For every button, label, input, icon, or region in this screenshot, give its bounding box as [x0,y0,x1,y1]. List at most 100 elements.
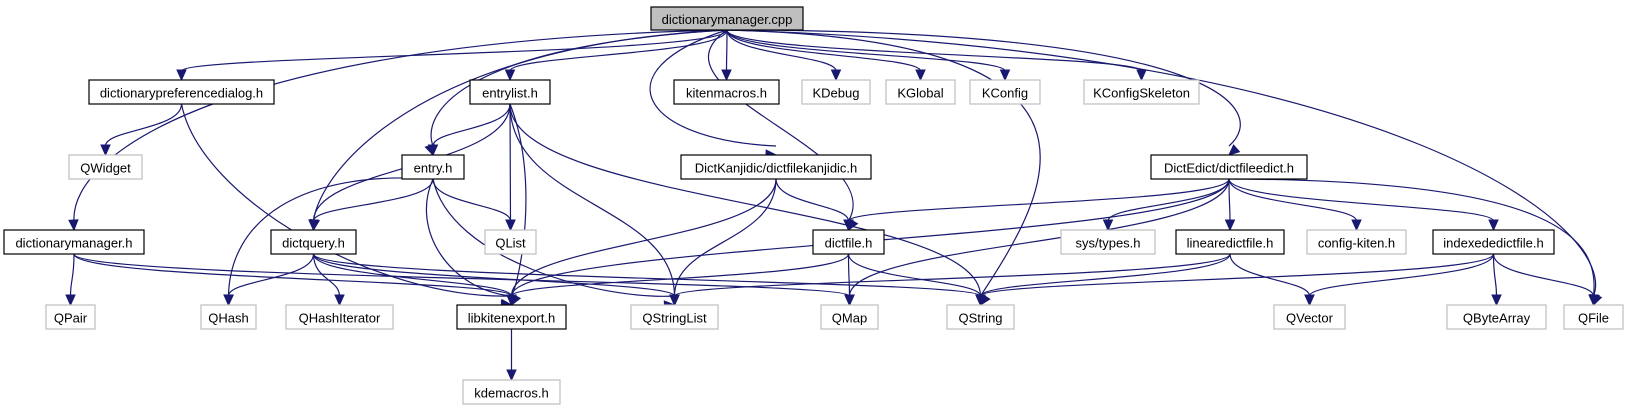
node-dictionarypreferencedialog-h[interactable]: dictionarypreferencedialog.h [88,79,275,105]
edge-dictfile_h-to-QMap [847,253,851,297]
node-config-kiten-h: config-kiten.h [1306,229,1407,255]
node-label: QFile [1578,311,1609,326]
arrowhead-icon [506,294,517,307]
arrowhead-icon [975,294,986,307]
node-box [801,79,871,105]
arrowhead-icon [223,294,234,307]
node-box [1060,229,1156,255]
edge-entrylist_h-to-QString [509,103,982,297]
arrowhead-icon [308,219,319,232]
edge-dictionarymanager_cpp-to-QString [726,29,1041,297]
edge-entry_h-to-dictquery_h [312,178,434,222]
edge-dictionarymanager_cpp-to-KGlobal [726,29,922,72]
edge-dictfileedict_h-to-QMap [848,178,1230,297]
arrowhead-icon [68,219,79,232]
node-QString: QString [946,304,1015,330]
arrowhead-icon [999,69,1011,82]
node-label: linearedictfile.h [1187,236,1274,251]
edge-dictquery_h-to-QString [312,253,982,297]
arrowhead-icon [669,294,680,307]
node-dictionarymanager-h[interactable]: dictionarymanager.h [3,229,145,255]
node-label: QVector [1286,311,1334,326]
edge-dictfilekanjidic_h-to-QStringList [673,178,777,297]
node-box [680,154,872,180]
node-label: dictionarypreferencedialog.h [100,86,263,101]
node-box [650,6,804,31]
node-libkitenexport-h[interactable]: libkitenexport.h [456,304,567,330]
arrowhead-icon [1491,294,1502,307]
arrowhead-icon [1304,294,1315,307]
node-box [1083,79,1200,105]
edge-linearedictfile_h-to-QVector [1229,253,1311,297]
node-dictfile-h[interactable]: dictfile.h [812,229,885,255]
node-label: KGlobal [897,86,943,101]
node-label: sys/types.h [1075,236,1140,251]
arrowhead-icon [1136,69,1147,82]
node-QHash: QHash [200,304,257,330]
node-label: KDebug [813,86,860,101]
node-box [462,379,561,405]
node-label: DictKanjidic/dictfilekanjidic.h [695,161,858,176]
node-box [946,304,1015,330]
edge-dictquery_h-to-QStringList [312,253,676,297]
node-box [484,229,537,255]
edge-entrylist_h-to-QStringList [509,103,676,297]
node-box [456,304,567,330]
arrowhead-icon [506,369,517,382]
node-entrylist-h[interactable]: entrylist.h [469,79,551,105]
node-indexededictfile-h[interactable]: indexededictfile.h [1432,229,1555,255]
arrowhead-icon [504,69,516,82]
node-label: QWidget [80,161,131,176]
edge-dictquery_h-to-libkitenexport_h [312,253,513,297]
arrowhead-icon [65,294,76,307]
node-entry-h[interactable]: entry.h [401,154,465,180]
node-QFile: QFile [1563,304,1624,330]
node-dictionarymanager-cpp[interactable]: dictionarymanager.cpp [650,6,804,31]
edge-dictfileedict_h-to-config_kiten_h [1228,178,1358,222]
node-dictfileedict-h[interactable]: DictEdict/dictfileedict.h [1150,154,1308,180]
edge-indexededictfile_h-to-QByteArray [1492,253,1498,297]
node-label: libkitenexport.h [468,311,555,326]
node-label: QList [495,236,526,251]
edge-entrylist_h-to-QList [509,103,512,222]
edge-dictionarymanager_cpp-to-dictfilekanjidic_h [649,29,777,147]
node-box [630,304,719,330]
node-label: DictEdict/dictfileedict.h [1164,161,1294,176]
node-label: indexededictfile.h [1443,236,1543,251]
node-label: QHash [208,311,248,326]
node-box [1432,229,1555,255]
edge-dictionarymanager_cpp-to-dictionarymanager_h [73,29,728,222]
arrowhead-icon [1102,219,1114,232]
node-label: QStringList [642,311,707,326]
edge-linearedictfile_h-to-QStringList [673,253,1231,297]
arrowhead-icon [427,144,439,157]
nodes-layer: dictionarymanager.cpp dictionarypreferenc… [3,6,1624,405]
node-linearedictfile-h[interactable]: linearedictfile.h [1175,229,1285,255]
edge-indexededictfile_h-to-QString [979,253,1495,297]
edge-dictionarymanager_cpp-to-dictquery_h [312,29,728,222]
arrowhead-icon [505,219,516,232]
node-label: dictionarymanager.h [15,236,132,251]
arrowhead-icon [100,144,111,157]
edge-entrylist_h-to-libkitenexport_h [509,103,527,297]
node-QHashIterator: QHashIterator [285,304,394,330]
arrowhead-icon [176,69,187,82]
node-kitenmacros-h[interactable]: kitenmacros.h [673,79,780,105]
arrowhead-icon [915,69,926,82]
node-dictquery-h[interactable]: dictquery.h [270,229,357,255]
edge-indexededictfile_h-to-QVector [1308,253,1495,297]
node-label: QPair [54,311,88,326]
arrowhead-icon [1351,219,1362,232]
node-label: QString [958,311,1002,326]
node-box [885,79,956,105]
node-QMap: QMap [820,304,879,330]
edge-linearedictfile_h-to-QString [979,253,1231,297]
edge-dictionarypreferencedialog_h-to-QWidget [104,103,183,147]
edge-dictionarymanager_cpp-to-KDebug [726,29,837,72]
node-dictfilekanjidic-h[interactable]: DictKanjidic/dictfilekanjidic.h [680,154,872,180]
node-box [200,304,257,330]
node-label: KConfig [982,86,1028,101]
node-label: QHashIterator [299,311,381,326]
node-box [673,79,780,105]
edge-entrylist_h-to-entry_h [432,103,511,147]
